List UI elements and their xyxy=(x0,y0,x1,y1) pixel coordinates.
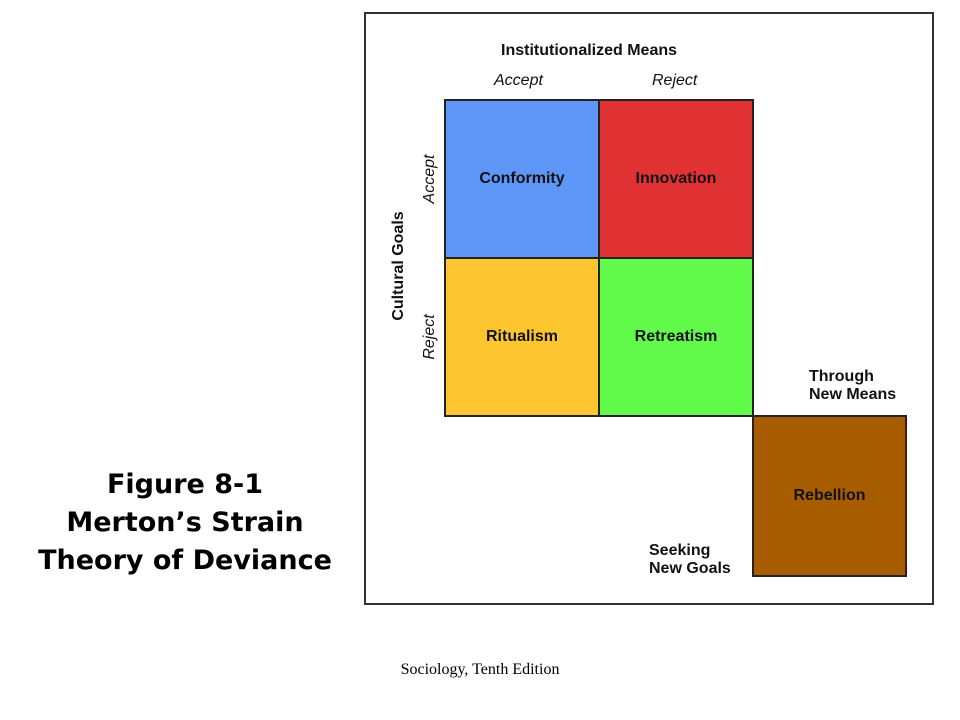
caption-figure-number: Figure 8-1 xyxy=(106,469,264,500)
footer-source: Sociology, Tenth Edition xyxy=(400,661,560,678)
seeking-line1: Seeking xyxy=(649,542,711,559)
seeking-new-goals-label: Seeking New Goals xyxy=(649,542,731,578)
through-new-means-label: Through New Means xyxy=(809,368,896,404)
figure-caption: Figure 8-1 Merton’s Strain Theory of Dev… xyxy=(20,466,350,580)
caption-title-line1: Merton’s Strain xyxy=(66,507,304,538)
caption-title-line2: Theory of Deviance xyxy=(38,545,332,576)
conformity-cell: Conformity xyxy=(444,99,600,259)
goals-accept-label: Accept xyxy=(421,154,438,204)
retreatism-cell: Retreatism xyxy=(598,257,754,417)
innovation-cell: Innovation xyxy=(598,99,754,259)
means-reject-label: Reject xyxy=(652,72,698,89)
rebellion-cell: Rebellion xyxy=(752,415,907,577)
seeking-line2: New Goals xyxy=(649,560,731,577)
strain-theory-diagram: Institutionalized Means Accept Reject Cu… xyxy=(364,12,934,605)
means-accept-label: Accept xyxy=(494,72,543,89)
through-line1: Through xyxy=(809,368,874,385)
through-line2: New Means xyxy=(809,386,897,403)
cultural-goals-title: Cultural Goals xyxy=(390,211,407,321)
institutionalized-means-title: Institutionalized Means xyxy=(501,42,678,59)
ritualism-cell: Ritualism xyxy=(444,257,600,417)
goals-reject-label: Reject xyxy=(421,314,438,360)
